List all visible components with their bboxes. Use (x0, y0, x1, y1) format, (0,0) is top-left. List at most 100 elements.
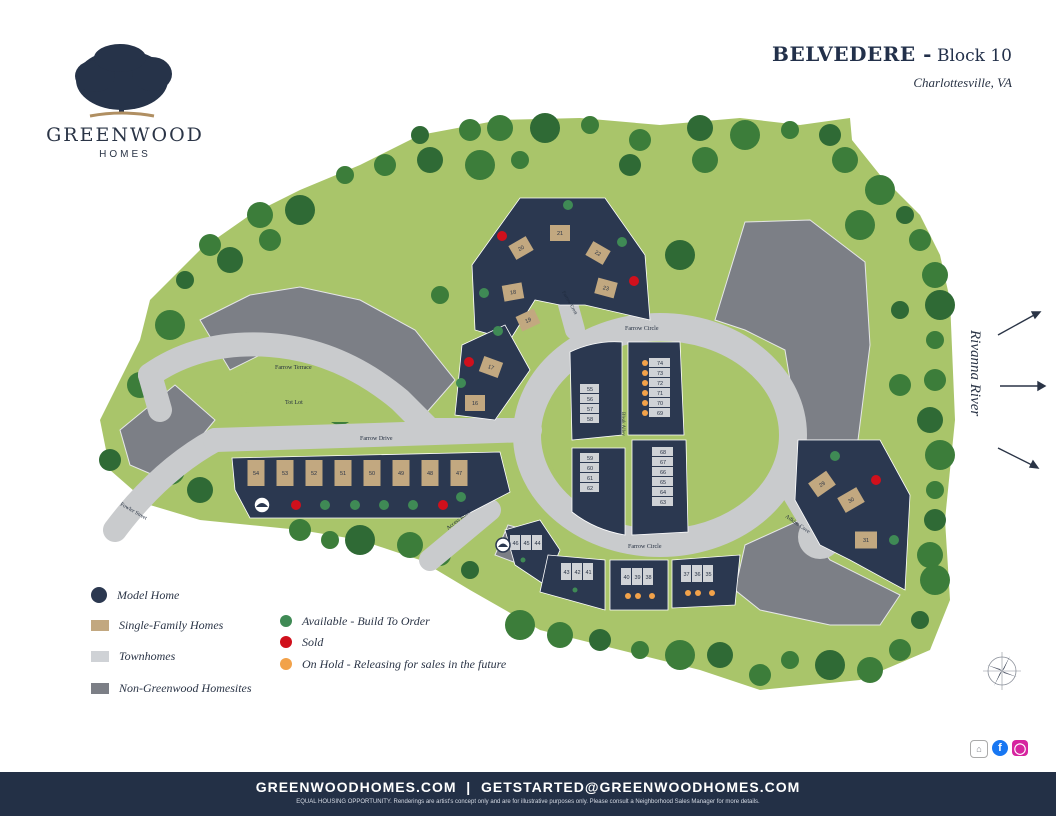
sold-dot (280, 636, 292, 648)
tot-lot (238, 392, 368, 422)
lot-number: 20 (517, 245, 525, 253)
on-hold-marker (649, 593, 655, 599)
lot-house: 29 (808, 470, 836, 498)
lot-number: 65 (660, 480, 666, 486)
lot-number: 38 (645, 575, 651, 581)
townhome-swatch (91, 650, 109, 662)
available-marker (479, 288, 489, 298)
lot-number: 54 (253, 471, 259, 477)
tree-icon (461, 561, 479, 579)
tree-icon (909, 229, 931, 251)
brand-subtitle: HOMES (99, 149, 151, 160)
lot-number: 22 (593, 250, 601, 258)
non-greenwood-swatch (91, 682, 109, 694)
on-hold-marker (642, 410, 648, 416)
townhome-unit: 39 (632, 568, 642, 585)
lot-number: 62 (587, 486, 593, 492)
legend-non-greenwood: Non-Greenwood Homesites (91, 680, 252, 696)
townhome-unit: 57 (580, 404, 599, 413)
available-marker (379, 500, 389, 510)
available-marker (493, 326, 503, 336)
lot-number: 70 (657, 401, 663, 407)
on-hold-dot (280, 658, 292, 670)
townhome-unit: 56 (580, 394, 599, 403)
legend-label: Model Home (117, 587, 180, 602)
on-hold-marker (642, 360, 648, 366)
tree-icon (631, 641, 649, 659)
available-marker (456, 492, 466, 502)
sold-marker (629, 276, 639, 286)
tree-icon (920, 565, 950, 595)
townhome-unit: 37 (681, 565, 691, 582)
tree-icon (505, 610, 535, 640)
tree-icon (815, 650, 845, 680)
lot-number: 68 (660, 450, 666, 456)
facebook-icon[interactable]: f (992, 740, 1008, 756)
townhome-unit: 60 (580, 463, 599, 472)
lot-number: 73 (657, 371, 663, 377)
lot-house: 16 (465, 395, 485, 411)
tree-icon (187, 477, 213, 503)
lot-number: 66 (660, 470, 666, 476)
lot-house: 21 (550, 225, 570, 241)
lot-number: 52 (311, 471, 317, 477)
tree-icon (511, 151, 529, 169)
tree-icon (176, 271, 194, 289)
townhome-unit: 44 (532, 535, 542, 550)
lot-number: 16 (472, 401, 478, 407)
river-name: Rivanna River (967, 330, 983, 416)
lot-number: 50 (369, 471, 375, 477)
footer-contact[interactable]: GREENWOODHOMES.COM | GETSTARTED@GREENWOO… (255, 779, 801, 795)
road-label-bleak-alley: Bleak Alley (620, 412, 625, 436)
tree-icon (832, 147, 858, 173)
lot-number: 29 (818, 481, 826, 489)
road-label-farrow-circle-south: Farrow Circle (628, 544, 662, 550)
lot-number: 58 (587, 417, 593, 423)
lot-house: 52 (305, 460, 323, 486)
townhome-unit: 40 (621, 568, 631, 585)
legend-single-family: Single-Family Homes (91, 617, 223, 633)
townhome-unit: 41 (583, 563, 593, 580)
tree-icon (922, 262, 948, 288)
lot-number: 42 (574, 570, 580, 576)
tree-icon (459, 119, 481, 141)
river-label: Rivanna River (951, 329, 1001, 450)
lot-house: 53 (276, 460, 294, 486)
lot-house: 18 (501, 282, 525, 302)
sold-marker (464, 357, 474, 367)
townhome-unit: 71 (649, 388, 670, 397)
road-label-farrow-circle-north: Farrow Circle (625, 326, 659, 332)
lot-number: 18 (510, 289, 517, 296)
lot-house: 47 (450, 460, 468, 486)
lot-number: 45 (523, 541, 529, 547)
available-marker (563, 200, 573, 210)
tree-icon (581, 116, 599, 134)
tree-icon (589, 629, 611, 651)
equal-housing-icon: ⌂ (970, 740, 988, 758)
townhome-unit: 73 (649, 368, 670, 377)
lot-number: 31 (863, 538, 869, 544)
road-label-farrow-terrace: Farrow Terrace (275, 365, 312, 371)
instagram-icon[interactable]: ◯ (1012, 740, 1028, 756)
townhome-unit: 42 (572, 563, 582, 580)
lot-number: 35 (705, 572, 711, 578)
tree-icon (819, 124, 841, 146)
tree-icon (259, 229, 281, 251)
townhome-units: 5556575874737271706959606162686766656463… (510, 358, 713, 585)
lot-house: 48 (421, 460, 439, 486)
townhome-unit: 38 (643, 568, 653, 585)
available-marker (889, 535, 899, 545)
footer-disclaimer: EQUAL HOUSING OPPORTUNITY. Renderings ar… (296, 799, 760, 805)
townhome-unit: 69 (649, 408, 670, 417)
lot-number: 49 (398, 471, 404, 477)
page-title: BELVEDERE - Block 10 (700, 42, 1012, 66)
tree-icon (926, 481, 944, 499)
lot-house: 20 (508, 236, 534, 260)
tree-icon (336, 166, 354, 184)
lot-number: 69 (657, 411, 663, 417)
lot-house: 54 (247, 460, 265, 486)
lot-number: 30 (847, 497, 855, 505)
tree-icon (896, 206, 914, 224)
sold-marker (871, 475, 881, 485)
